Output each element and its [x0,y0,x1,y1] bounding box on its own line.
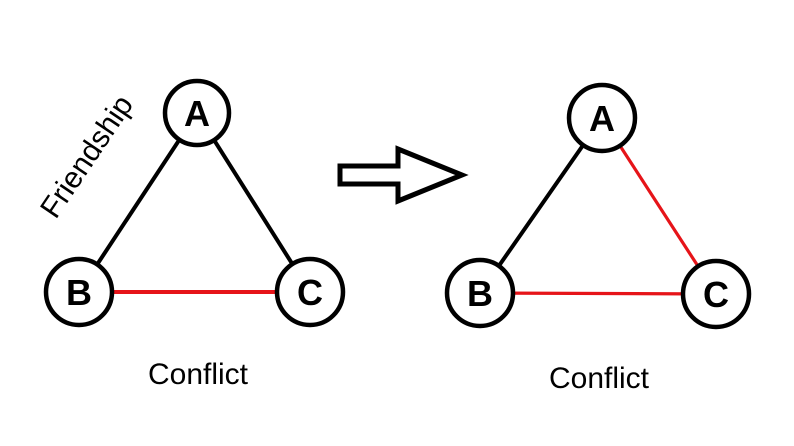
right-node-a-label: A [589,98,615,139]
right-node-b-label: B [467,273,493,314]
right-node-a-circle [566,82,638,154]
left-node-b-label: B [66,272,92,313]
right-node-c: C [680,258,752,330]
left-node-a: A [162,78,232,148]
left-node-c-circle [274,256,346,328]
right-conflict-label: Conflict [549,362,650,395]
right-node-a: A [566,82,638,154]
left-edge-a-b-friendship [77,111,199,294]
right-node-b: B [444,257,516,329]
right-node-c-circle [680,258,752,330]
left-node-b-circle [43,256,115,328]
right-arrow-icon [337,145,469,205]
right-node-b-circle [444,257,516,329]
transition-arrow [337,145,469,205]
friendship-label: Friendship [34,89,140,224]
left-node-a-label: A [184,93,210,134]
right-edge-b-c-conflict [478,291,718,296]
right-edge-a-b-friendship [478,116,604,295]
left-node-b: B [43,256,115,328]
right-graph: A B C Conflict [444,82,752,395]
left-conflict-label: Conflict [148,358,249,391]
left-edge-a-c-friendship [195,111,312,294]
left-node-c: C [274,256,346,328]
left-node-a-circle [162,78,232,148]
left-graph: A B C Friendship Conflict [34,78,346,391]
right-node-c-label: C [703,274,729,315]
left-node-c-label: C [297,272,323,313]
